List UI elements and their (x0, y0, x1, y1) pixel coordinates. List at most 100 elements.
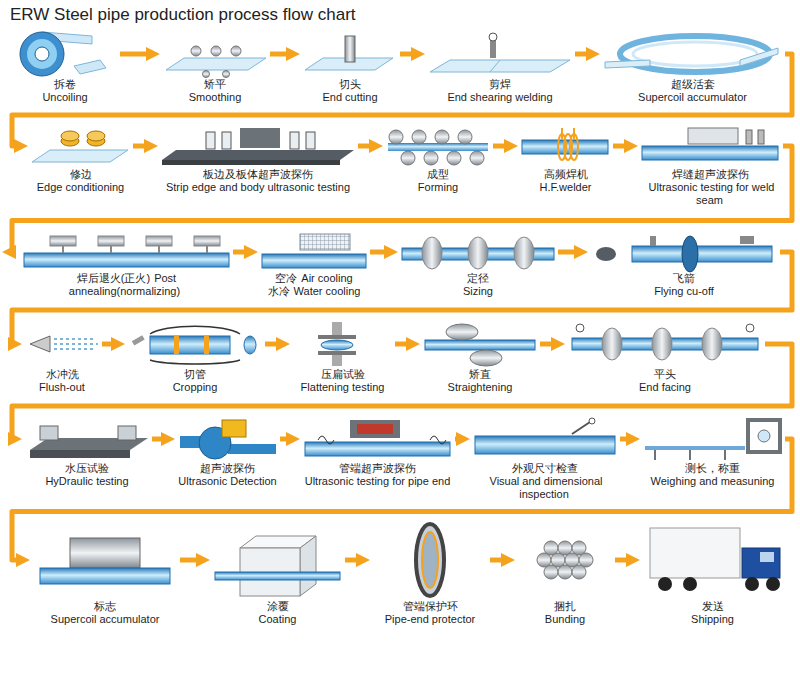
ultrasonic-drawing (180, 420, 276, 459)
accumulator-drawing (633, 42, 757, 66)
label-line: 切头 (300, 78, 400, 91)
flush-drawing (30, 336, 98, 352)
step-label: Smoothing (189, 91, 242, 103)
annealing-drawing (50, 236, 76, 246)
step-label: Sizing (463, 285, 493, 297)
cropping-drawing (150, 326, 240, 334)
flow-arrow (102, 342, 117, 347)
weighing-drawing (748, 420, 780, 452)
process-step: 压扁试验Flattening testing (290, 320, 395, 396)
flow-arrow (12, 252, 792, 344)
forming-drawing (388, 130, 488, 165)
label-line: 空冷Air cooling (258, 272, 370, 285)
strip-tester-drawing (290, 132, 299, 149)
hydraulic-drawing (40, 426, 58, 440)
coating-drawing (215, 572, 340, 580)
flow-arrow (233, 250, 250, 255)
coil-drawing (74, 60, 106, 74)
process-step: 水压试验HyDraulic testing (22, 416, 152, 490)
step-label: 拆卷 (54, 78, 76, 90)
annealing-drawing (24, 236, 229, 267)
truck-drawing (766, 577, 780, 591)
label-line: Supercoil accumulator (600, 91, 785, 104)
label-line: 水冷 Water cooling (258, 285, 370, 298)
flow-arrow (358, 144, 375, 149)
flow-arrow (152, 437, 167, 442)
step-label: Uncoiling (42, 91, 87, 103)
step-label: 定径 (467, 272, 489, 284)
step-label: Forming (418, 181, 458, 193)
flow-arrow (400, 52, 417, 57)
edge-trimmer-drawing (87, 131, 105, 141)
flying-cutoff-drawing (682, 236, 698, 272)
label-line: 外观尺寸检查 (470, 462, 620, 475)
label-line: 定径 (398, 272, 558, 285)
end-facing-drawing (746, 324, 754, 332)
forming-drawing (447, 151, 461, 165)
flow-arrow (493, 144, 510, 149)
step-label: Air cooling (301, 272, 352, 284)
label-line: Weighing and measuning (640, 475, 785, 488)
inspection-drawing (475, 418, 615, 454)
label-line: Ultrasonic testing for pipe end (300, 475, 455, 488)
forming-drawing (424, 151, 438, 165)
marking-drawing (40, 568, 170, 584)
process-step: 发送Shipping (640, 520, 785, 628)
seam-tester-drawing (746, 130, 752, 144)
end-facing-drawing (652, 328, 672, 360)
weighing-drawing (758, 430, 770, 442)
process-step: 空冷Air cooling水冷 Water cooling (258, 232, 370, 300)
truck-drawing (650, 528, 780, 591)
label-line: Flush-out (22, 381, 102, 394)
edge-trimmer-drawing (32, 131, 128, 162)
label-line: Coating (210, 613, 345, 626)
flow-arrow (265, 342, 282, 347)
label-line: 焊后退火(正火)Post annealing(normalizing) (18, 272, 233, 298)
step-label: Water cooling (294, 285, 361, 297)
label-line: 发送 (640, 600, 785, 613)
process-step: 修边Edge conditioning (28, 124, 133, 196)
press-drawing (318, 351, 356, 355)
leveler-drawing (191, 46, 201, 56)
cropping-drawing (150, 360, 240, 364)
leveler-drawing (166, 46, 266, 78)
step-label: 外观尺寸检查 (512, 462, 578, 474)
pipe-end-tester-drawing (305, 420, 450, 456)
process-step: 拆卷Uncoiling (10, 30, 120, 106)
label-line: 水冲洗 (22, 368, 102, 381)
step-label: 剪焊 (489, 78, 511, 90)
label-line: Sizing (398, 285, 558, 298)
step-label: Cropping (173, 381, 218, 393)
strip-tester-drawing (206, 132, 215, 149)
step-label: Flush-out (39, 381, 85, 393)
step-label: 切头 (339, 78, 361, 90)
label-line: 捆扎 (515, 600, 615, 613)
process-step: 超级活套Supercoil accumulator (600, 30, 785, 106)
label-line: H.F.welder (518, 181, 613, 194)
flow-arrow (490, 558, 507, 563)
step-label: 飞箭 (673, 272, 695, 284)
truck-drawing (650, 528, 740, 578)
edge-trimmer-drawing (32, 150, 128, 162)
sizing-drawing (402, 237, 554, 269)
step-label: 矫直 (469, 368, 491, 380)
label-line: Pipe-end protector (370, 613, 490, 626)
label-line: Flattening testing (290, 381, 395, 394)
seam-tester-drawing (642, 146, 778, 160)
label-line: 管端超声波探伤 (300, 462, 455, 475)
flow-arrow (12, 439, 792, 560)
step-label: Edge conditioning (37, 181, 124, 193)
flow-arrow (575, 52, 592, 57)
leveler-drawing (223, 71, 230, 78)
step-label: 水冷 (268, 285, 290, 297)
welding-drawing (430, 33, 570, 72)
process-step: 外观尺寸检查Visual and dimensional inspection (470, 416, 620, 503)
step-label: Ultrasonic testing for pipe end (305, 475, 451, 487)
label-line: Cropping (125, 381, 265, 394)
label-line: 剪焊 (425, 78, 575, 91)
step-label: 平头 (654, 368, 676, 380)
bundle-drawing (558, 565, 572, 579)
ultrasonic-drawing (228, 444, 276, 454)
label-line: Ultrasonic testing for weld seam (638, 181, 783, 207)
